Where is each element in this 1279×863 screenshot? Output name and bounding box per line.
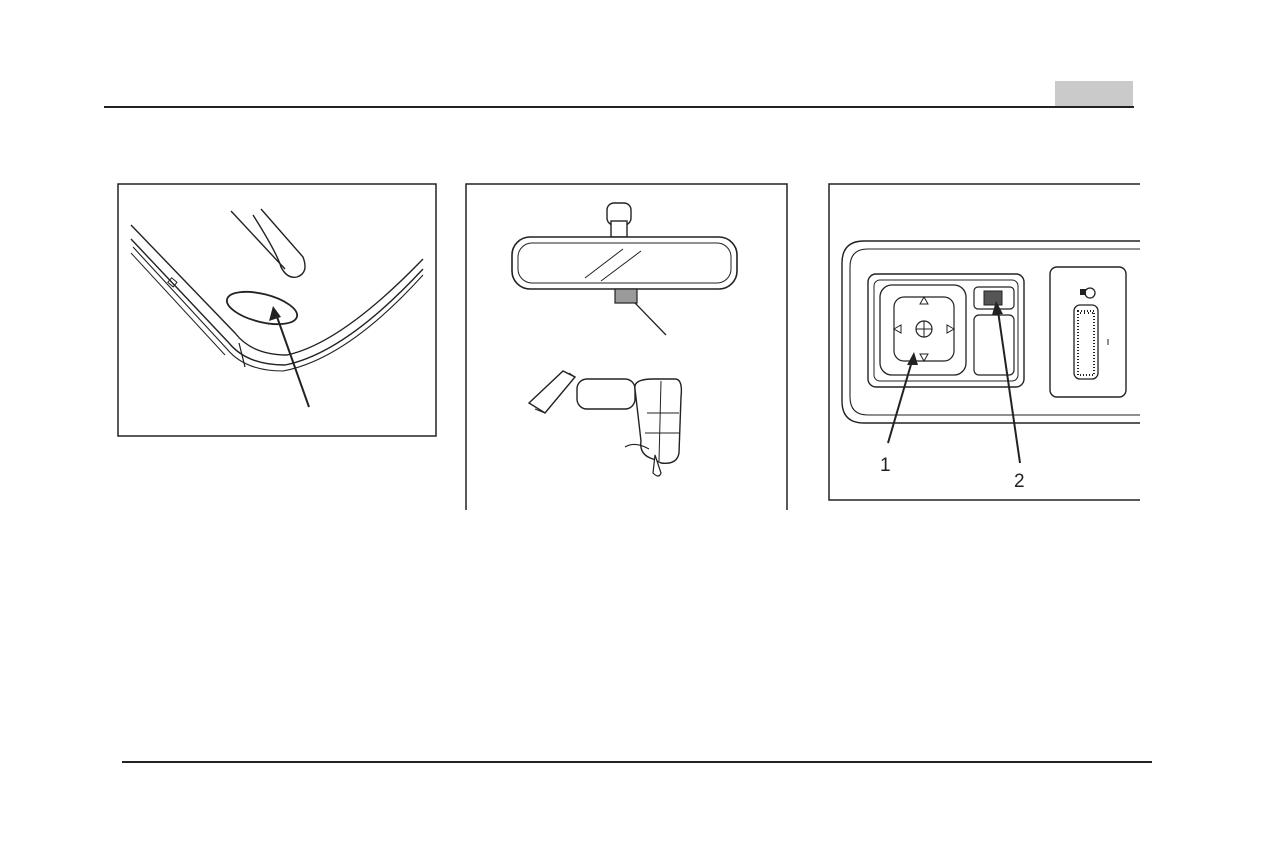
- footer-rule: [122, 761, 1152, 763]
- switch-illustration: 1 2: [828, 183, 1140, 501]
- mirror-illustration: [465, 183, 788, 510]
- figure-rear-view-mirror: [465, 183, 788, 510]
- callout-label-1: 1: [880, 455, 891, 476]
- header-page-tab: [1055, 81, 1133, 106]
- figure-trim-panel: [117, 183, 437, 437]
- trim-panel-illustration: [117, 183, 437, 437]
- callout-label-2: 2: [1014, 471, 1025, 492]
- header-rule: [104, 106, 1134, 108]
- figure-mirror-control-switch: 1 2: [828, 183, 1140, 501]
